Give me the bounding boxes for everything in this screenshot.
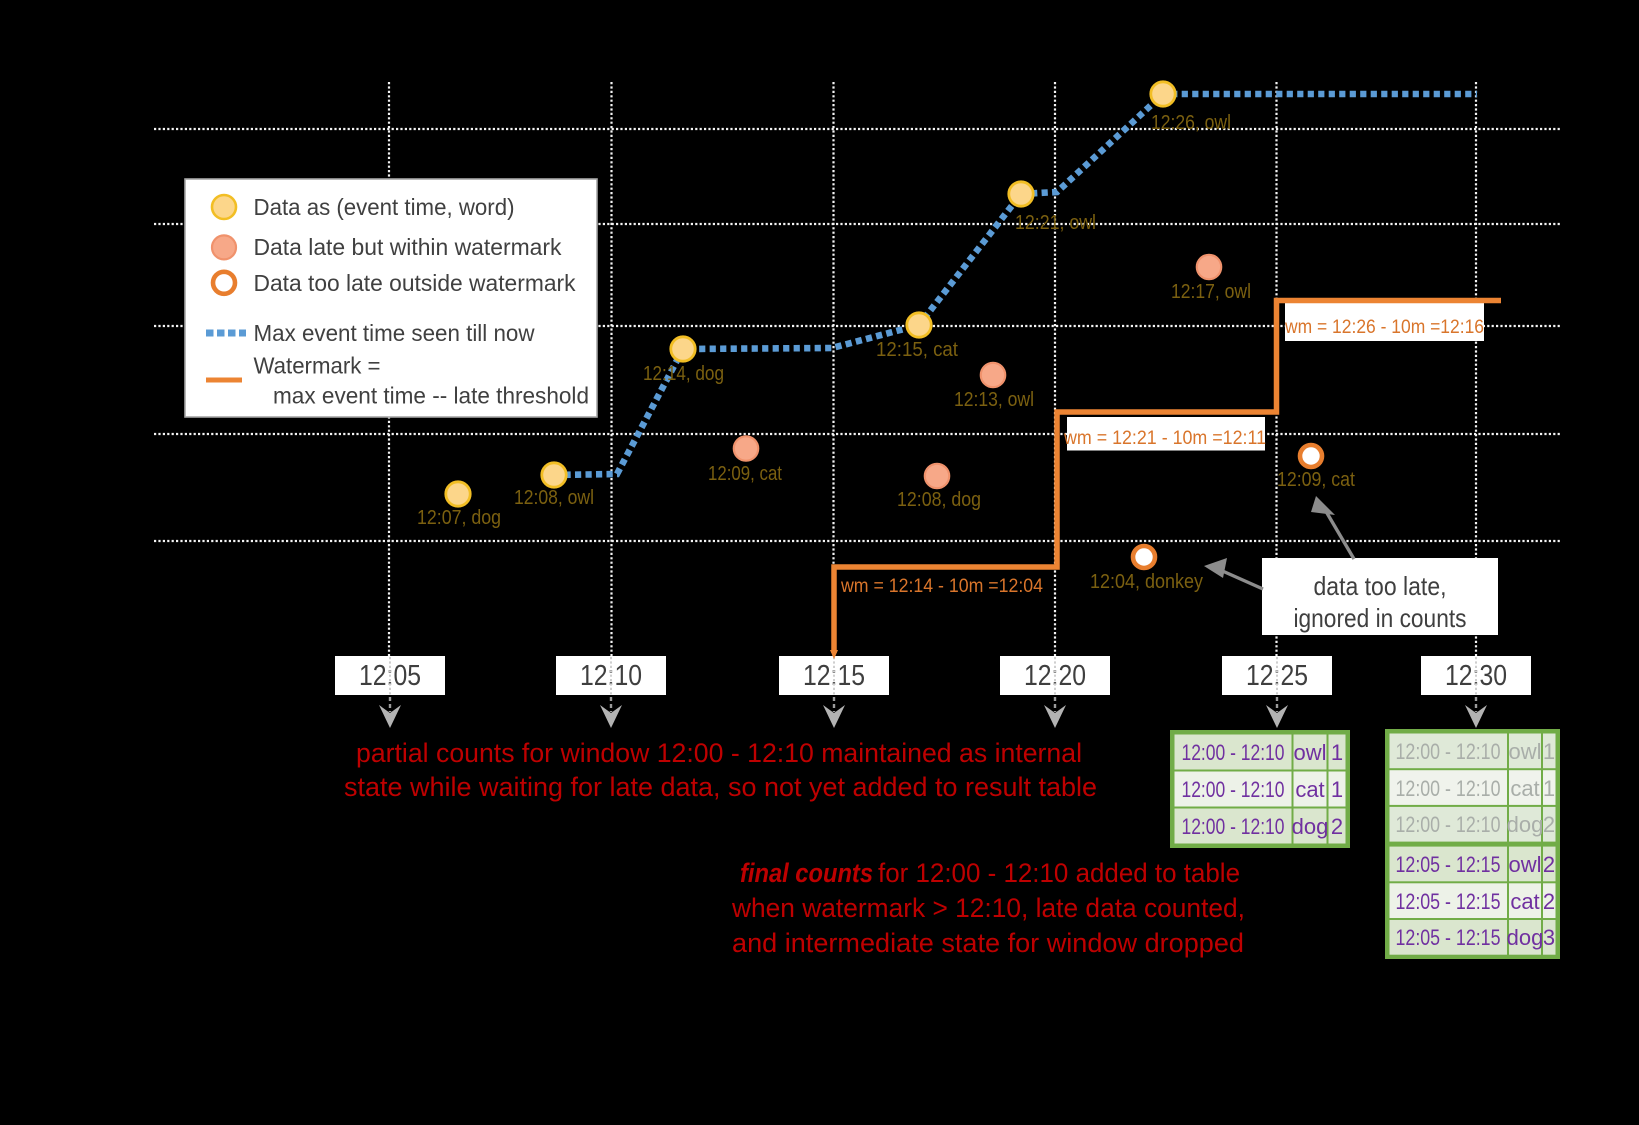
svg-text:12:17, owl: 12:17, owl [1171, 280, 1251, 303]
svg-text:12:00 - 12:10: 12:00 - 12:10 [1182, 777, 1285, 802]
svg-text:cat: cat [1510, 889, 1539, 914]
svg-text:wm = 12:26 - 10m =12:16: wm = 12:26 - 10m =12:16 [1284, 316, 1484, 338]
svg-text:12:00 - 12:10: 12:00 - 12:10 [1182, 814, 1285, 839]
svg-text:for 12:00 - 12:10 added to tab: for 12:00 - 12:10 added to table [878, 858, 1240, 888]
svg-text:12:04, donkey: 12:04, donkey [1090, 570, 1204, 593]
svg-text:12:26, owl: 12:26, owl [1151, 111, 1231, 134]
svg-text:2: 2 [1331, 814, 1343, 839]
svg-text:12:09, cat: 12:09, cat [708, 462, 782, 485]
svg-text:and intermediate state for win: and intermediate state for window droppe… [732, 928, 1244, 958]
svg-text:owl: owl [1508, 852, 1541, 877]
svg-text:12:00 - 12:10: 12:00 - 12:10 [1396, 812, 1501, 837]
svg-text:Data late but within watermark: Data late but within watermark [254, 234, 562, 260]
svg-text:Max event time seen till now: Max event time seen till now [254, 320, 535, 346]
svg-text:1: 1 [1543, 776, 1555, 801]
svg-text:Data too late outside watermar: Data too late outside watermark [254, 270, 576, 296]
svg-text:12:08, owl: 12:08, owl [514, 486, 594, 509]
svg-text:when watermark > 12:10, late d: when watermark > 12:10, late data counte… [731, 893, 1245, 923]
svg-text:owl: owl [1293, 740, 1326, 765]
svg-text:wm = 12:14 - 10m =12:04: wm = 12:14 - 10m =12:04 [840, 575, 1043, 597]
svg-text:Watermark =: Watermark = [254, 353, 381, 379]
svg-text:dog: dog [1292, 814, 1329, 839]
svg-text:1: 1 [1331, 740, 1343, 765]
svg-text:12:15, cat: 12:15, cat [876, 338, 958, 361]
svg-text:12:00 - 12:10: 12:00 - 12:10 [1396, 739, 1501, 764]
svg-text:12:05 - 12:15: 12:05 - 12:15 [1396, 925, 1501, 950]
svg-text:12:00 - 12:10: 12:00 - 12:10 [1396, 776, 1501, 801]
svg-text:12:00 - 12:10: 12:00 - 12:10 [1182, 740, 1285, 765]
svg-text:3: 3 [1543, 925, 1555, 950]
svg-text:12:13, owl: 12:13, owl [954, 388, 1034, 411]
svg-text:1: 1 [1331, 777, 1343, 802]
svg-text:2: 2 [1543, 889, 1555, 914]
svg-text:12:14, dog: 12:14, dog [643, 362, 724, 385]
svg-text:1: 1 [1543, 739, 1555, 764]
svg-text:12:09, cat: 12:09, cat [1277, 468, 1355, 491]
svg-text:Data as (event time, word): Data as (event time, word) [254, 194, 515, 220]
svg-text:owl: owl [1508, 739, 1541, 764]
svg-text:12:05 - 12:15: 12:05 - 12:15 [1396, 889, 1501, 914]
svg-text:12:08, dog: 12:08, dog [897, 488, 981, 511]
svg-text:state while waiting for late d: state while waiting for late data, so no… [344, 772, 1097, 802]
svg-text:dog: dog [1507, 925, 1544, 950]
svg-text:dog: dog [1507, 812, 1544, 837]
svg-text:2: 2 [1543, 852, 1555, 877]
svg-text:12:21, owl: 12:21, owl [1015, 211, 1096, 234]
svg-text:data too late,: data too late, [1314, 571, 1447, 601]
svg-text:2: 2 [1543, 812, 1555, 837]
svg-text:cat: cat [1295, 777, 1324, 802]
svg-text:max event time -- late thresho: max event time -- late threshold [273, 383, 589, 409]
svg-text:wm = 12:21 - 10m =12:11: wm = 12:21 - 10m =12:11 [1063, 427, 1266, 449]
svg-text:12:05 - 12:15: 12:05 - 12:15 [1396, 852, 1501, 877]
svg-text:partial counts for window 12:0: partial counts for window 12:00 - 12:10 … [356, 738, 1082, 768]
svg-text:12:07, dog: 12:07, dog [417, 506, 501, 529]
svg-text:final counts: final counts [740, 858, 873, 888]
svg-text:cat: cat [1510, 776, 1539, 801]
svg-text:ignored in counts: ignored in counts [1294, 603, 1467, 633]
